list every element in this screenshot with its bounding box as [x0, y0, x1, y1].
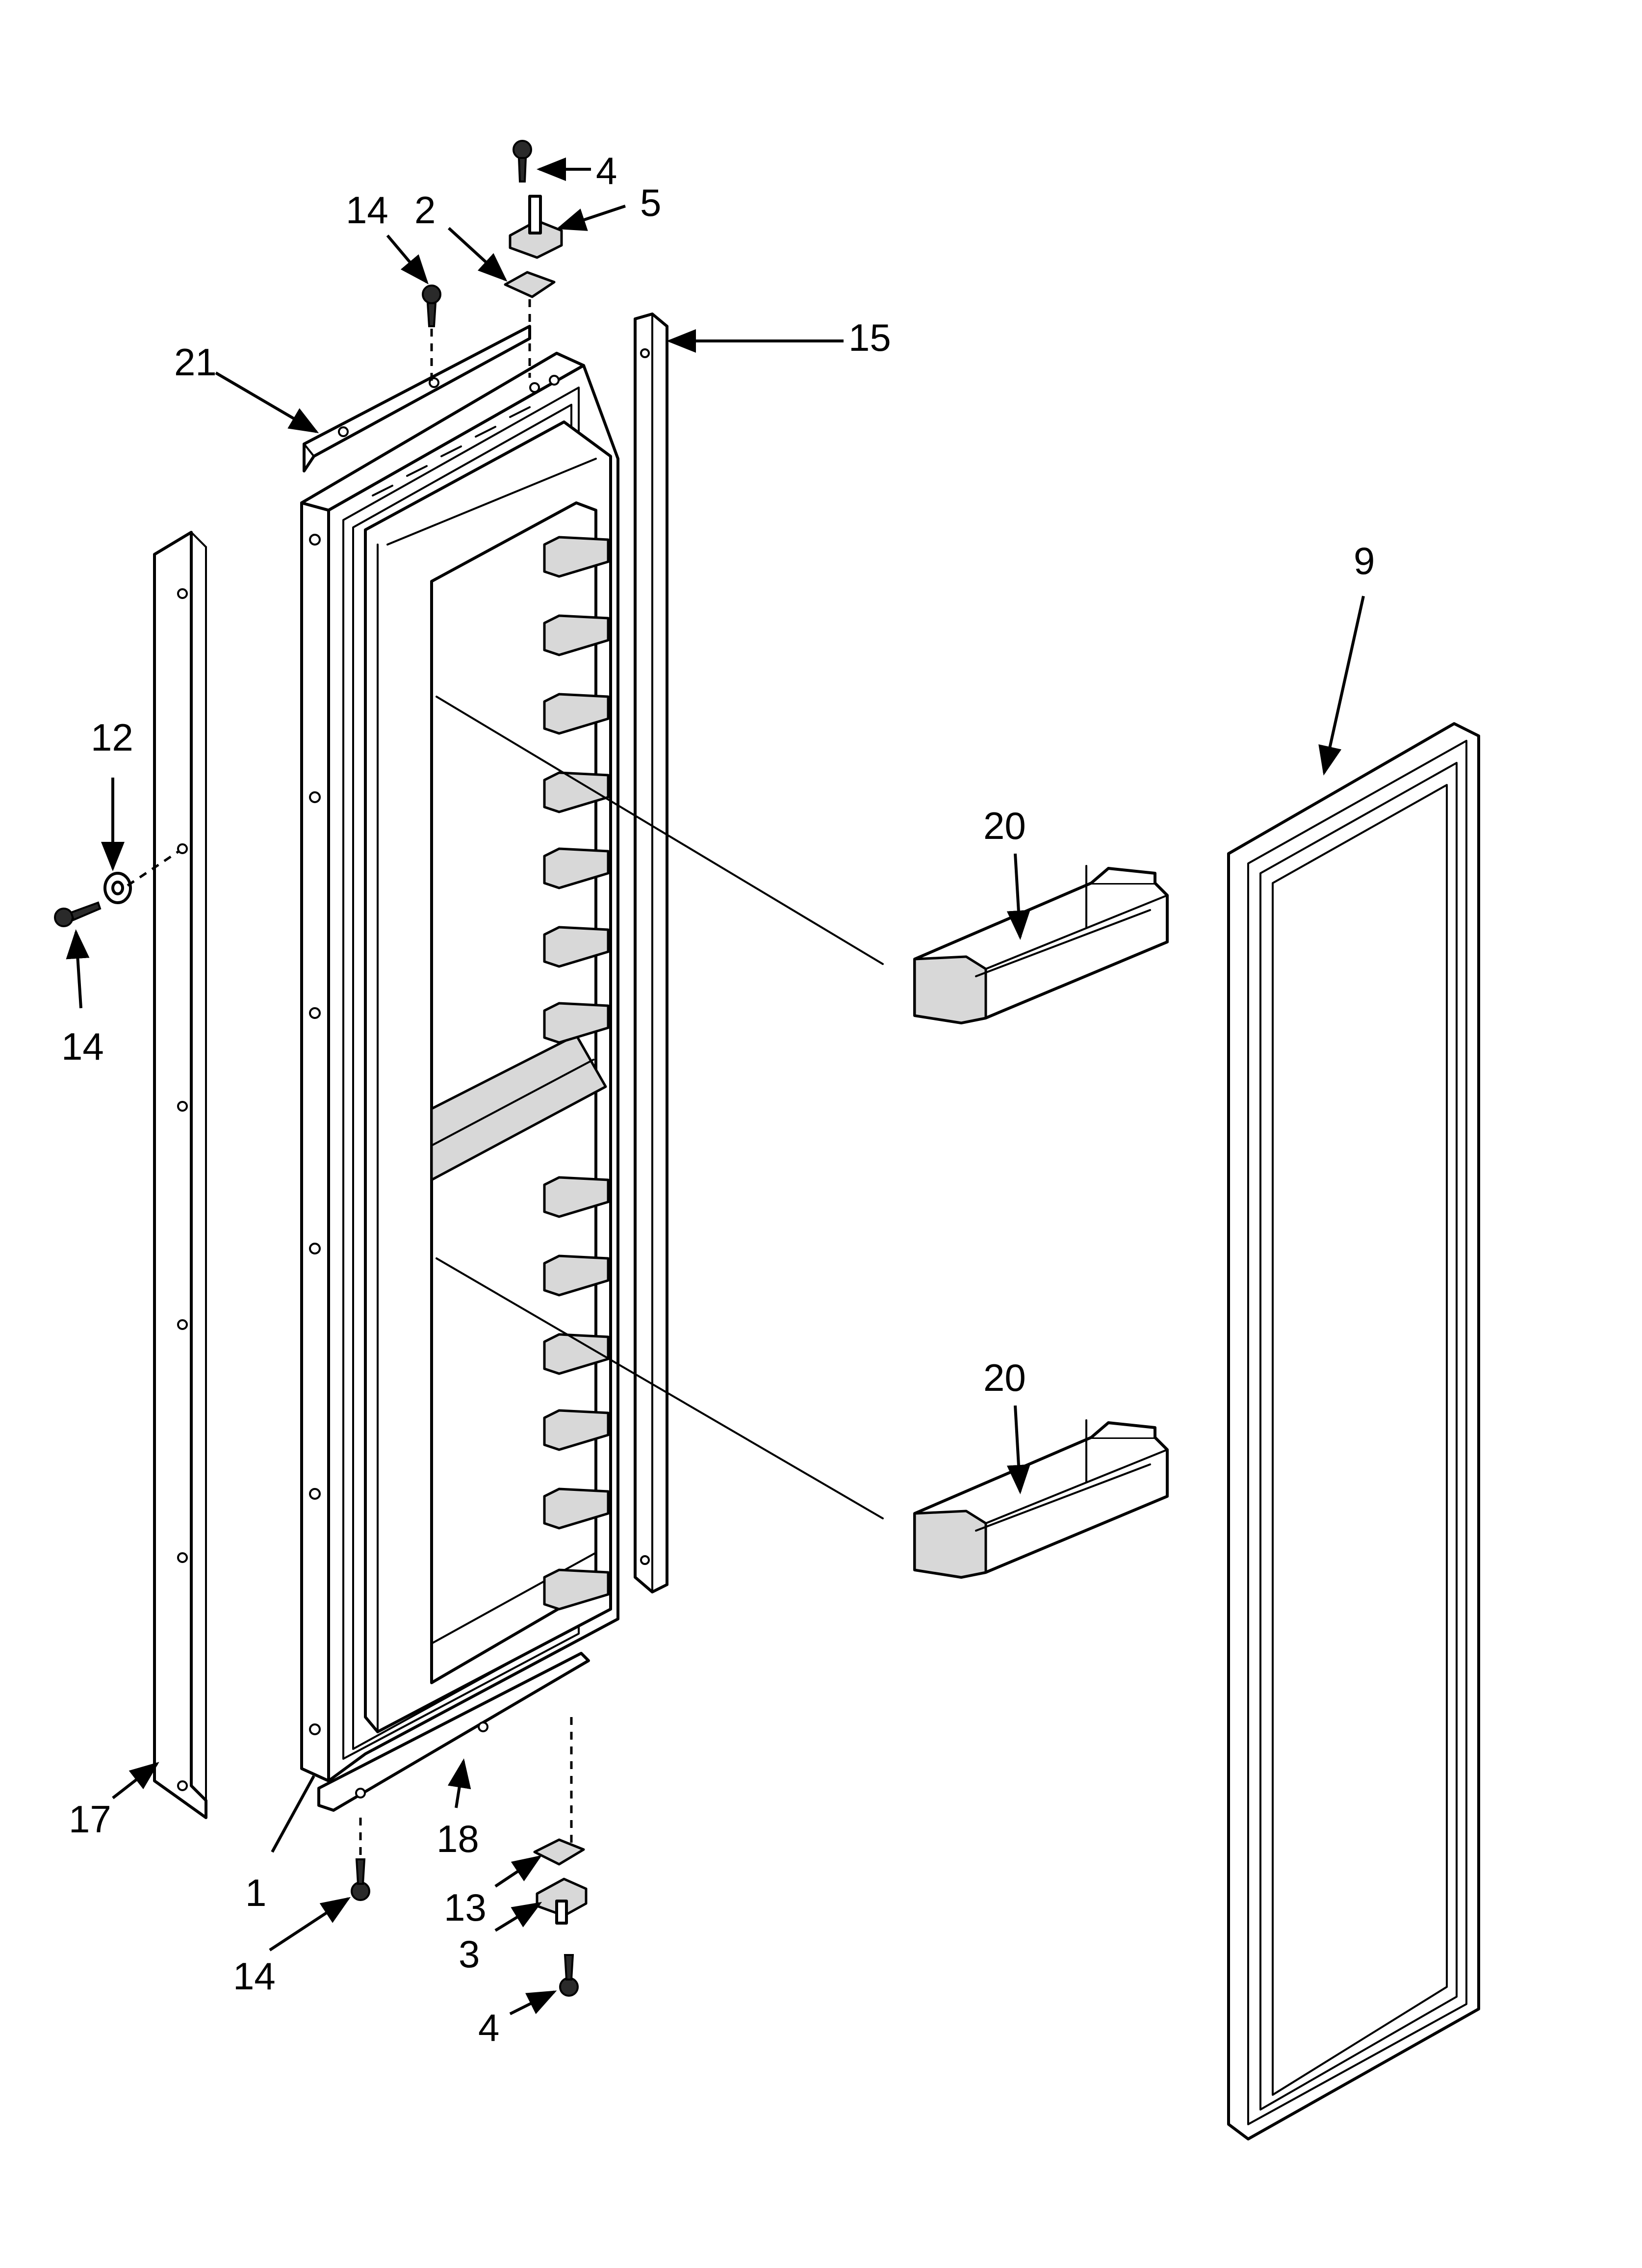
part-20-door-bin-upper — [913, 865, 1169, 1024]
part-4-screw-bottom — [559, 1954, 579, 1997]
callout-17: 17 — [69, 1798, 111, 1841]
callout-4-top: 4 — [596, 149, 617, 192]
part-4-screw-top — [513, 140, 532, 182]
part-13-hinge-shim — [533, 1838, 585, 1866]
part-3-bottom-hinge — [536, 1877, 588, 1925]
part-15-side-trim — [634, 313, 668, 1593]
part-5-top-hinge — [509, 195, 563, 259]
part-2-hinge-shim — [504, 271, 556, 298]
callout-9: 9 — [1354, 539, 1375, 582]
callout-12: 12 — [91, 716, 133, 759]
part-20-door-bin-lower — [913, 1419, 1169, 1579]
part-14-screw-top — [422, 285, 441, 327]
callout-leaders — [66, 157, 1365, 2015]
callout-14-left: 14 — [61, 1025, 104, 1068]
part-18-bottom-trim — [317, 1652, 590, 1812]
callout-13: 13 — [444, 1886, 487, 1929]
callout-14-bottom: 14 — [233, 1955, 276, 1998]
callout-4-bottom: 4 — [478, 2006, 499, 2049]
door-bin-clips — [543, 536, 610, 1611]
part-14-screw-left — [54, 901, 102, 927]
part-12-washer — [103, 872, 132, 904]
callout-20-lower: 20 — [983, 1356, 1026, 1399]
callout-15: 15 — [848, 316, 891, 359]
callout-18: 18 — [436, 1817, 479, 1860]
callout-5: 5 — [640, 181, 661, 224]
part-9-door-gasket — [1227, 722, 1480, 2140]
callout-21: 21 — [174, 340, 217, 384]
callout-1: 1 — [245, 1871, 266, 1914]
part-14-screw-bottom — [351, 1858, 370, 1901]
callout-3: 3 — [459, 1932, 480, 1976]
callout-2: 2 — [414, 188, 436, 232]
callout-20-upper: 20 — [983, 804, 1026, 847]
callout-14-top-left: 14 — [346, 188, 388, 232]
part-17-mounting-bar — [153, 531, 207, 1819]
